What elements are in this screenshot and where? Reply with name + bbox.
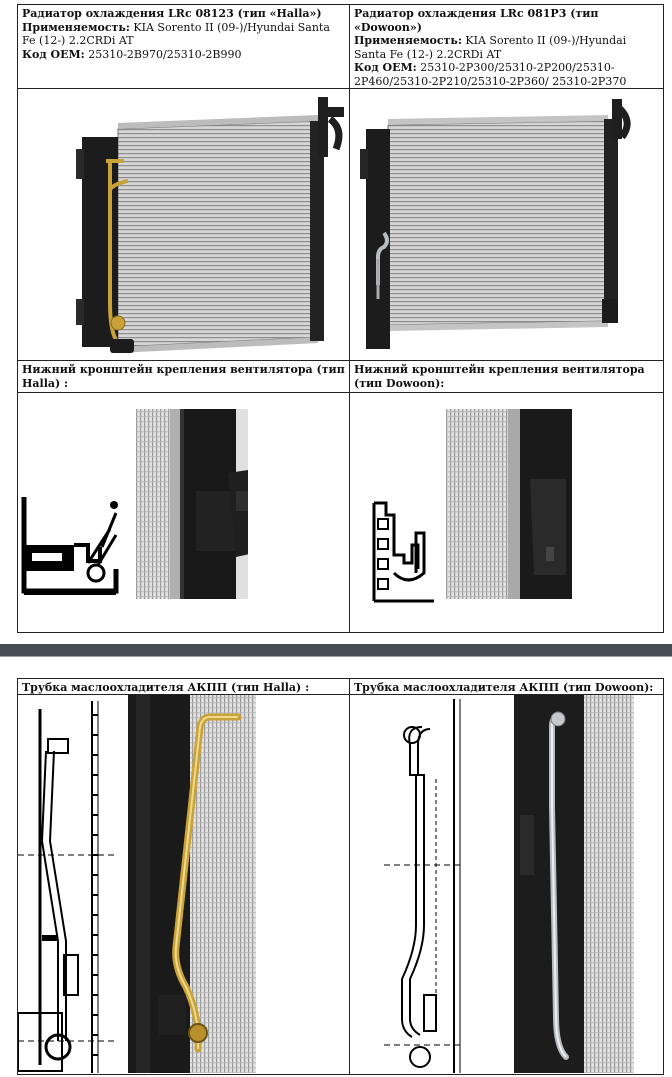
halla-radiator-photo-cell [17, 88, 350, 361]
halla-bracket-images-cell [17, 392, 350, 633]
halla-pipe-title-cell: Трубка маслоохладителя АКПП (тип Halla) … [17, 678, 350, 695]
section-divider-shadow [0, 656, 672, 657]
halla-radiator-title: Радиатор охлаждения LRc 08123 (тип «Hall… [22, 7, 322, 20]
dowoon-bracket-drawing [372, 501, 434, 603]
halla-bracket-drawing [21, 497, 119, 595]
section-divider [0, 644, 672, 656]
halla-pipe-images-cell [17, 694, 350, 1075]
dowoon-oem-value: 25310-2P300/25310-2P200/25310-2P460/2531… [354, 61, 627, 88]
halla-applicability-value: KIA Sorento II (09-)/Hyundai Santa Fe (1… [22, 20, 330, 48]
halla-pipe-drawing [18, 701, 118, 1073]
dowoon-pipe-title-cell: Трубка маслоохладителя АКПП (тип Dowoon)… [349, 678, 664, 695]
dowoon-bracket-photo [446, 409, 572, 599]
dowoon-pipe-title: Трубка маслоохладителя АКПП (тип Dowoon)… [354, 681, 654, 694]
dowoon-pipe-drawing [384, 699, 462, 1073]
dowoon-radiator-photo [360, 99, 631, 349]
dowoon-pipe-images-cell [349, 694, 664, 1075]
dowoon-bracket-images-cell [349, 392, 664, 633]
halla-pipe-photo [128, 695, 256, 1073]
halla-radiator-spec: Радиатор охлаждения LRc 08123 (тип «Hall… [17, 4, 350, 89]
halla-oem-value: 25310-2B970/25310-2B990 [84, 47, 242, 61]
dowoon-oem-label: Код ОЕМ: [354, 61, 417, 74]
halla-pipe-title: Трубка маслоохладителя АКПП (тип Halla) … [22, 681, 310, 694]
halla-bracket-title-cell: Нижний кронштейн крепления вентилятора (… [17, 360, 350, 393]
dowoon-applicability-value: KIA Sorento II (09-)/Hyundai Santa Fe (1… [354, 34, 627, 61]
dowoon-bracket-title: Нижний кронштейн крепления вентилятора (… [354, 363, 645, 390]
dowoon-radiator-title: Радиатор охлаждения LRc 081P3 (тип «Dowo… [354, 7, 599, 34]
dowoon-bracket-title-cell: Нижний кронштейн крепления вентилятора (… [349, 360, 664, 393]
dowoon-radiator-photo-cell [349, 88, 664, 361]
halla-oem-label: Код ОЕМ: [22, 47, 85, 61]
halla-bracket-title: Нижний кронштейн крепления вентилятора (… [22, 363, 345, 390]
dowoon-applicability-label: Применяемость: [354, 34, 462, 47]
halla-radiator-photo [76, 97, 344, 353]
comparison-table-top: Радиатор охлаждения LRc 08123 (тип «Hall… [17, 4, 664, 633]
dowoon-pipe-photo [514, 695, 634, 1073]
halla-applicability-label: Применяемость: [22, 20, 130, 34]
comparison-table-bottom: Трубка маслоохладителя АКПП (тип Halla) … [17, 678, 664, 1075]
dowoon-radiator-spec: Радиатор охлаждения LRc 081P3 (тип «Dowo… [349, 4, 664, 89]
halla-bracket-photo [136, 409, 248, 599]
